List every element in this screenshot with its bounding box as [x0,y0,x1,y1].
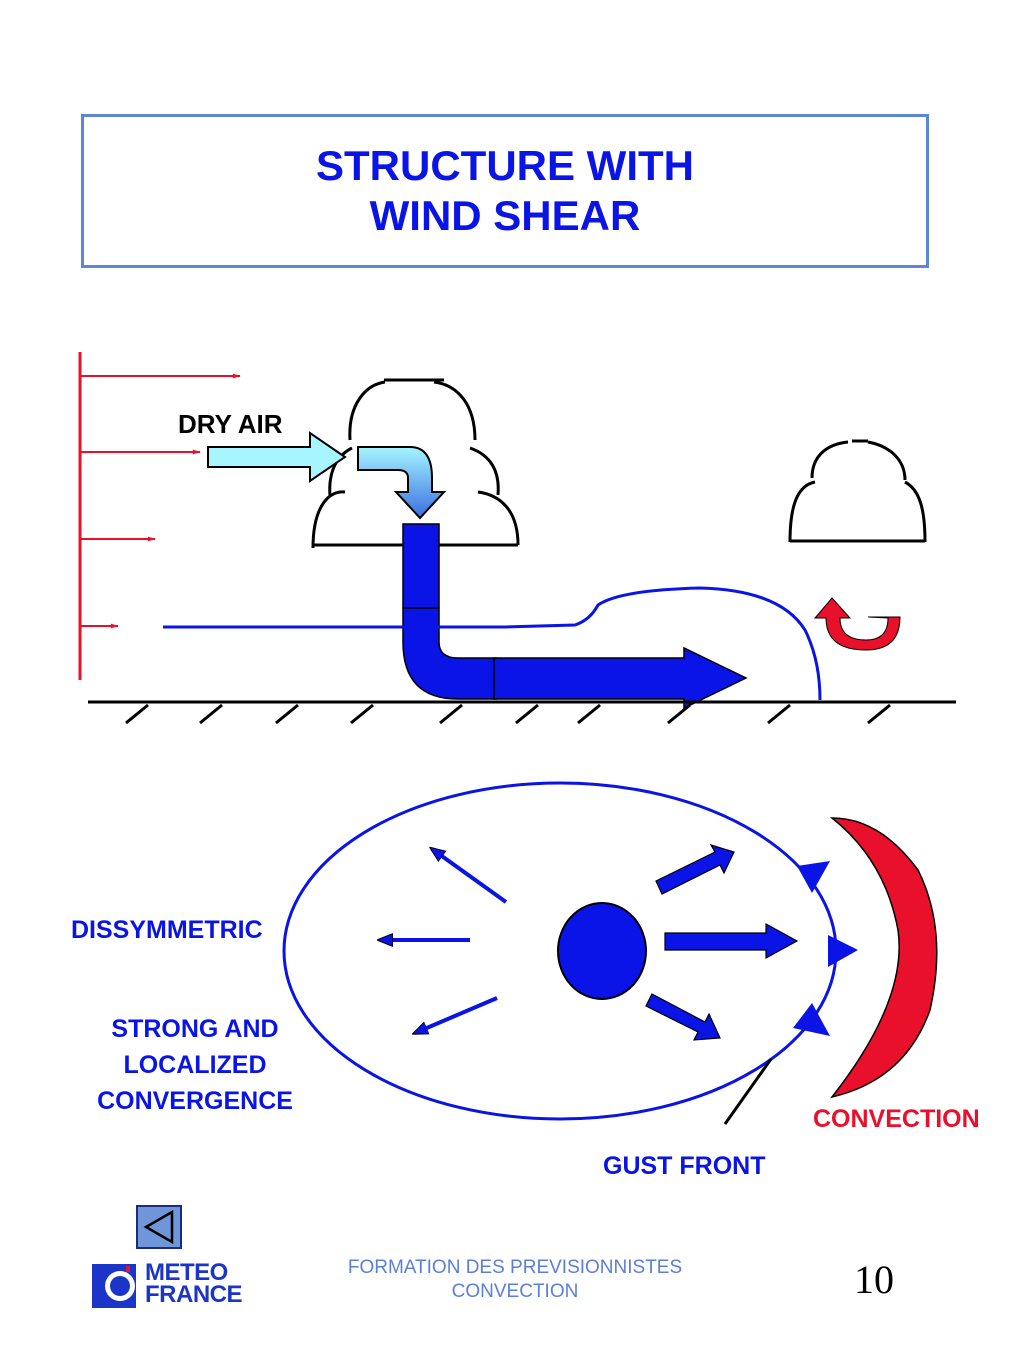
dry-air-arrow [207,431,347,483]
convection-crescent [829,817,938,1099]
gust-front-pointer [723,1058,773,1125]
convergence-line-3: CONVERGENCE [97,1087,293,1115]
title-box: STRUCTURE WITH WIND SHEAR [81,114,929,268]
title-line-1: STRUCTURE WITH [316,142,694,189]
logo-line-2: FRANCE [145,1281,243,1308]
convergence-line-1: STRONG AND [111,1015,279,1043]
downdraft-core [557,902,647,1000]
strong-arrow-east [664,922,799,960]
convergence-line-2: LOCALIZED [123,1051,267,1079]
logo-text: METEO FRANCE [145,1259,243,1308]
main-cloud-icon [311,378,520,549]
weak-outflow-arrows [380,849,508,1035]
gust-front-triangles [793,861,858,1036]
ground-surface [88,700,956,725]
downdraft-column [402,523,440,609]
outflow-arrow [493,646,748,710]
logo-line-1: METEO [145,1259,228,1286]
arrow-southwest [415,996,498,1035]
convection-rotation-icon [813,597,901,651]
strong-arrow-southeast [645,993,721,1041]
footer-line-2: CONVECTION [451,1281,579,1302]
footer-line-1: FORMATION DES PREVISIONNISTES [347,1257,683,1278]
dry-air-label: DRY AIR [178,409,283,439]
wind-profile [78,352,241,680]
dissymmetric-label: DISSYMMETRIC [71,916,263,944]
downdraft-bend [402,607,497,700]
back-button[interactable] [136,1205,182,1249]
downdraft-curved-arrow [357,446,447,520]
title-line-2: WIND SHEAR [369,192,641,239]
meteo-france-logo: METEO FRANCE [90,1259,250,1310]
page-number: 10 [854,1257,894,1302]
arrow-northwest [432,849,508,904]
cold-pool-outline [163,586,822,701]
convergence-label: STRONG AND LOCALIZED CONVERGENCE [80,1011,310,1119]
meteo-france-logo-icon [92,1264,136,1308]
back-triangle-icon [143,1209,174,1245]
small-cloud-icon [788,439,927,543]
footer-text: FORMATION DES PREVISIONNISTES CONVECTION [290,1256,740,1304]
gust-front-label: GUST FRONT [603,1152,766,1180]
convection-label: CONVECTION [813,1105,980,1133]
strong-arrow-northeast [655,843,735,895]
